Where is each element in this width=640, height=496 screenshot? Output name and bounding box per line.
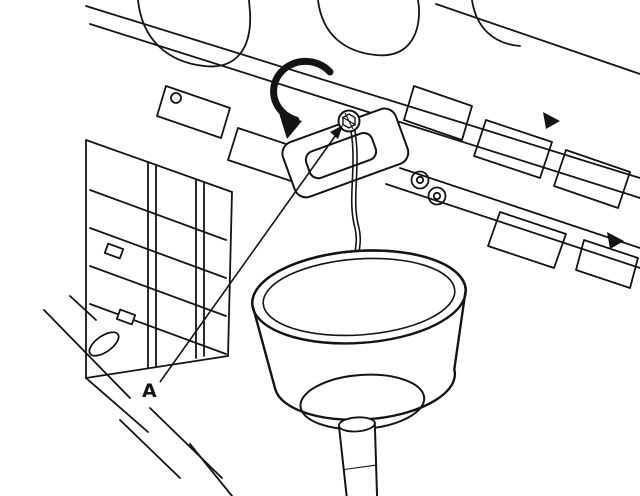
- callout-a-arrowhead-icon: [330, 125, 343, 139]
- filter-top-rim-inner: [262, 257, 456, 337]
- crankcase-arches: [137, 0, 521, 68]
- cast-pockets-middle: [156, 85, 305, 183]
- pan-corner-lines: [43, 295, 233, 496]
- filter-top-rim: [251, 249, 467, 345]
- socket-extension-rod: [337, 416, 379, 496]
- rotation-arrow-icon: [270, 57, 334, 139]
- shadow-wedges: [543, 112, 624, 249]
- cast-pockets-right: [403, 85, 639, 289]
- callout-a-leader-line: [159, 131, 339, 383]
- bolt-hatching: [341, 112, 357, 130]
- filter-mount-bracket: [281, 107, 410, 199]
- bolt-holes: [410, 170, 447, 206]
- callout-a-label: A: [142, 380, 157, 402]
- engine-block: [43, 0, 640, 496]
- callout-a: A: [142, 125, 343, 402]
- oil-filter-bolt: [337, 109, 361, 133]
- left-end-face: [85, 139, 233, 379]
- oil-filter-assembly: [251, 249, 467, 496]
